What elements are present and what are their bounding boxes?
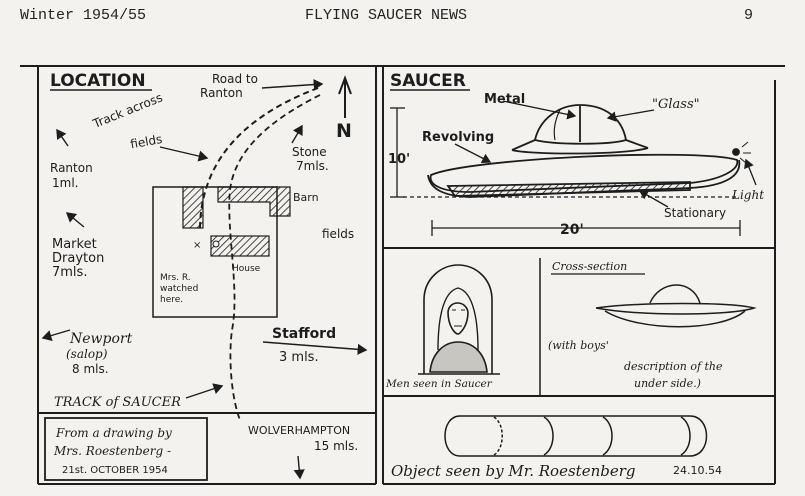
glass-label: "Glass": [652, 97, 700, 112]
newport-label-line3: 8 mls.: [72, 362, 109, 376]
north-arrow-icon: [338, 75, 352, 118]
mrs-r-label-line1: Mrs. R.: [160, 273, 191, 283]
barn-left-shape: [182, 186, 204, 229]
occupant-portrait: [418, 264, 500, 375]
house-label: House: [232, 264, 261, 274]
cigar-object-drawing: [444, 415, 708, 457]
track-arrow-icon: [159, 146, 209, 162]
mrs-r-label-line2: watched: [160, 284, 198, 294]
market-label-line2: Drayton: [52, 251, 104, 266]
stone-label-line2: 7mls.: [296, 159, 329, 173]
road-label-line1: Road to: [212, 72, 258, 86]
stafford-arrow-icon: [262, 341, 368, 355]
saucer-dimension-lines: [390, 100, 757, 236]
track-label-line1: Track across: [90, 90, 164, 131]
ranton-arrow-icon: [56, 128, 69, 147]
credit-box: [44, 417, 208, 481]
credit-line3: 21st. OCTOBER 1954: [62, 465, 168, 476]
barn-label: Barn: [293, 191, 319, 204]
stafford-label-line1: Stafford: [272, 326, 336, 342]
men-caption: Men seen in Saucer: [385, 378, 493, 390]
cross-section-drawing: [595, 284, 757, 328]
header-left: Winter 1954/55: [20, 7, 147, 24]
mrs-r-label-line3: here.: [160, 295, 183, 305]
boys-desc-line2: description of the: [624, 360, 723, 373]
ranton-label-line1: Ranton: [50, 161, 93, 175]
ranton-label-line2: 1ml.: [52, 176, 78, 190]
object-caption: Object seen by Mr. Roestenberg: [391, 462, 635, 480]
road-label-line2: Ranton: [200, 86, 243, 100]
direction-arrows: [41, 124, 368, 480]
header-title: FLYING SAUCER NEWS: [305, 7, 468, 24]
saucer-title: SAUCER: [390, 71, 466, 91]
boys-desc-line3: under side.): [634, 377, 701, 390]
wolverhampton-label-line2: 15 mls.: [314, 439, 358, 453]
credit-line1: From a drawing by: [55, 426, 172, 440]
stone-arrow-icon: [291, 124, 303, 144]
track-label-line2: fields: [129, 132, 163, 151]
object-date: 24.10.54: [673, 464, 722, 477]
track-saucer-label: TRACK of SAUCER: [54, 395, 181, 410]
stafford-label-line2: 3 mls.: [279, 350, 319, 365]
fields-label: fields: [322, 227, 354, 241]
stone-label-line1: Stone: [292, 145, 327, 159]
newport-arrow-icon: [41, 329, 71, 341]
market-label-line1: Market: [52, 237, 97, 252]
width-label: 20': [560, 222, 584, 238]
newport-label-line1: Newport: [69, 331, 133, 347]
house-shape: [210, 235, 270, 257]
boys-desc-line1: (with boys': [548, 339, 609, 352]
saucer-drawing: [427, 104, 751, 198]
wolverhampton-label-line1: WOLVERHAMPTON: [248, 424, 350, 437]
newport-label-line2: (salop): [66, 347, 108, 361]
page-number: 9: [744, 7, 754, 24]
market-arrow-icon: [65, 212, 85, 228]
stationary-label: Stationary: [664, 206, 726, 220]
credit-line2: Mrs. Roestenberg -: [53, 444, 171, 458]
market-label-line3: 7mls.: [52, 265, 87, 280]
figure-frame: [20, 65, 785, 485]
saucer-track-south: [228, 94, 321, 421]
mrs-r-position-mark: ×: [193, 240, 201, 251]
farm-map: ×: [152, 78, 324, 421]
revolving-label: Revolving: [422, 130, 494, 145]
saucer-track-north: [199, 87, 319, 231]
north-label: N: [336, 120, 352, 142]
wolverhampton-arrow-icon: [293, 455, 305, 480]
metal-label: Metal: [484, 92, 525, 107]
track-saucer-arrow-icon: [185, 383, 224, 399]
location-title: LOCATION: [50, 71, 146, 91]
cross-section-title: Cross-section: [552, 260, 627, 273]
height-label: 10': [388, 152, 410, 167]
light-label: Light: [731, 188, 764, 202]
barn-right-shape: [217, 186, 291, 217]
